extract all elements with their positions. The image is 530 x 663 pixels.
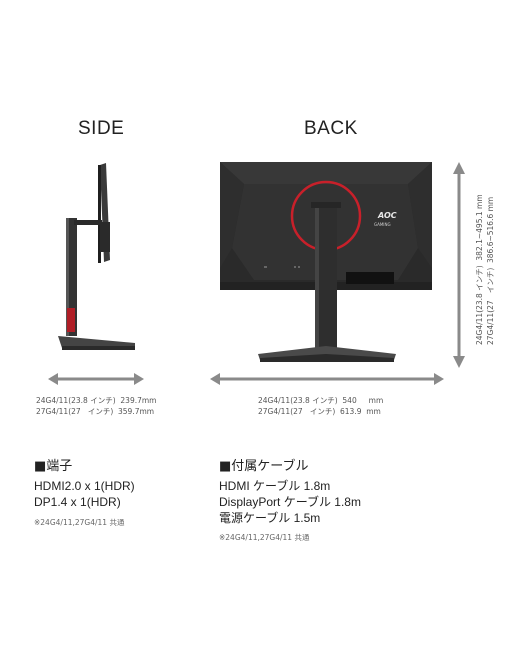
back-port-area bbox=[346, 272, 394, 284]
accessories-item-hdmi: HDMI ケーブル 1.8m bbox=[219, 479, 331, 493]
back-height-dim-24: 24G4/11(23.8 インチ) 382.1~495.1 mm bbox=[475, 194, 484, 345]
back-height-arrow bbox=[453, 162, 465, 368]
back-logo: AOC bbox=[377, 211, 397, 220]
side-view-illustration bbox=[58, 163, 135, 350]
side-dim-24: 24G4/11(23.8 インチ) 239.7mm bbox=[36, 396, 157, 405]
accessories-item-power: 電源ケーブル 1.5m bbox=[219, 511, 321, 525]
side-stand-highlight bbox=[66, 218, 69, 336]
side-dim-27: 27G4/11(27 インチ) 359.7mm bbox=[36, 407, 155, 416]
ports-item-hdmi: HDMI2.0 x 1(HDR) bbox=[34, 479, 135, 493]
back-width-arrow bbox=[210, 373, 444, 385]
side-mount bbox=[100, 222, 110, 252]
side-red-accent bbox=[67, 308, 75, 332]
back-dim-27: 27G4/11(27 インチ) 613.9 mm bbox=[258, 407, 381, 416]
side-base bbox=[58, 336, 135, 348]
accessories-item-dp: DisplayPort ケーブル 1.8m bbox=[219, 495, 361, 509]
ports-note: ※24G4/11,27G4/11 共通 bbox=[34, 518, 125, 527]
back-dim-24: 24G4/11(23.8 インチ) 540 mm bbox=[258, 396, 384, 405]
side-heading: SIDE bbox=[78, 118, 125, 139]
accessories-note: ※24G4/11,27G4/11 共通 bbox=[219, 533, 310, 542]
back-heading: BACK bbox=[304, 118, 358, 139]
side-width-arrow bbox=[48, 373, 144, 385]
back-stand-column bbox=[315, 204, 337, 354]
ports-item-dp: DP1.4 x 1(HDR) bbox=[34, 495, 121, 509]
ports-title: ■端子 bbox=[34, 459, 73, 474]
side-panel-edge bbox=[98, 165, 101, 263]
side-stand-column bbox=[66, 218, 77, 336]
back-view-illustration: AOC GAMING bbox=[220, 162, 432, 362]
back-logo-sub: GAMING bbox=[374, 222, 391, 227]
side-arm bbox=[74, 220, 102, 225]
back-height-dim-27: 27G4/11(27 インチ) 386.6~516.6 mm bbox=[486, 196, 495, 345]
accessories-title: ■付属ケーブル bbox=[219, 459, 309, 474]
